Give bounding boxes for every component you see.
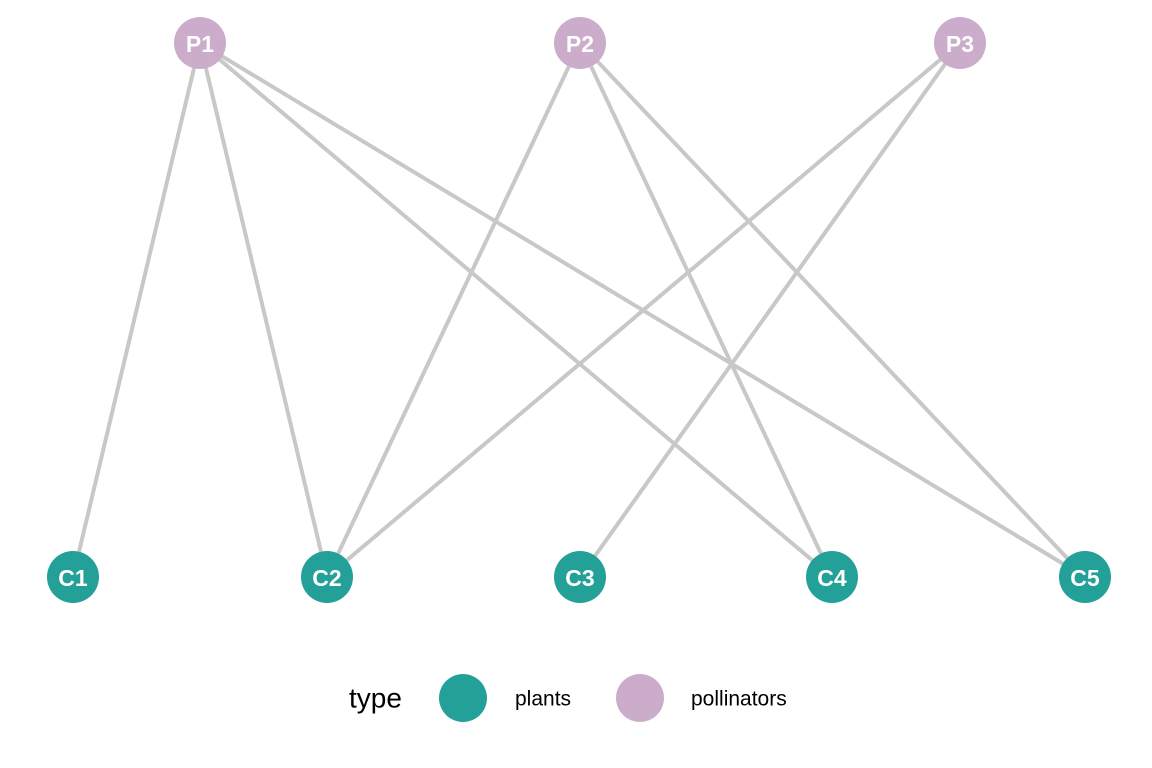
edge-p3-c2 (325, 41, 962, 579)
edge-p3-c3 (578, 41, 962, 579)
edge-p2-c4 (578, 41, 834, 579)
legend-swatch-pollinators-icon (616, 674, 664, 722)
edges-layer (71, 41, 1087, 579)
legend-swatch-plants-icon (439, 674, 487, 722)
node-c5[interactable]: C5 (1059, 551, 1111, 603)
legend-entry-pollinators[interactable]: pollinators (616, 674, 787, 722)
edge-p1-c2 (198, 41, 329, 579)
node-c3[interactable]: C3 (554, 551, 606, 603)
node-circle-p1[interactable] (174, 17, 226, 69)
edge-p1-c4 (198, 41, 834, 579)
legend: type plants pollinators (349, 674, 787, 722)
legend-entry-plants[interactable]: plants (439, 674, 571, 722)
edge-p1-c1 (71, 41, 202, 579)
node-circle-c4[interactable] (806, 551, 858, 603)
node-p1[interactable]: P1 (174, 17, 226, 69)
node-circle-p2[interactable] (554, 17, 606, 69)
node-c2[interactable]: C2 (301, 551, 353, 603)
node-c4[interactable]: C4 (806, 551, 858, 603)
edge-p2-c5 (578, 41, 1087, 579)
node-circle-c2[interactable] (301, 551, 353, 603)
node-circle-p3[interactable] (934, 17, 986, 69)
node-c1[interactable]: C1 (47, 551, 99, 603)
edge-p2-c2 (325, 41, 582, 579)
legend-label-plants: plants (515, 688, 571, 711)
legend-title: type (349, 683, 402, 714)
node-circle-c3[interactable] (554, 551, 606, 603)
node-p2[interactable]: P2 (554, 17, 606, 69)
node-circle-c5[interactable] (1059, 551, 1111, 603)
node-p3[interactable]: P3 (934, 17, 986, 69)
legend-label-pollinators: pollinators (691, 688, 787, 711)
node-circle-c1[interactable] (47, 551, 99, 603)
